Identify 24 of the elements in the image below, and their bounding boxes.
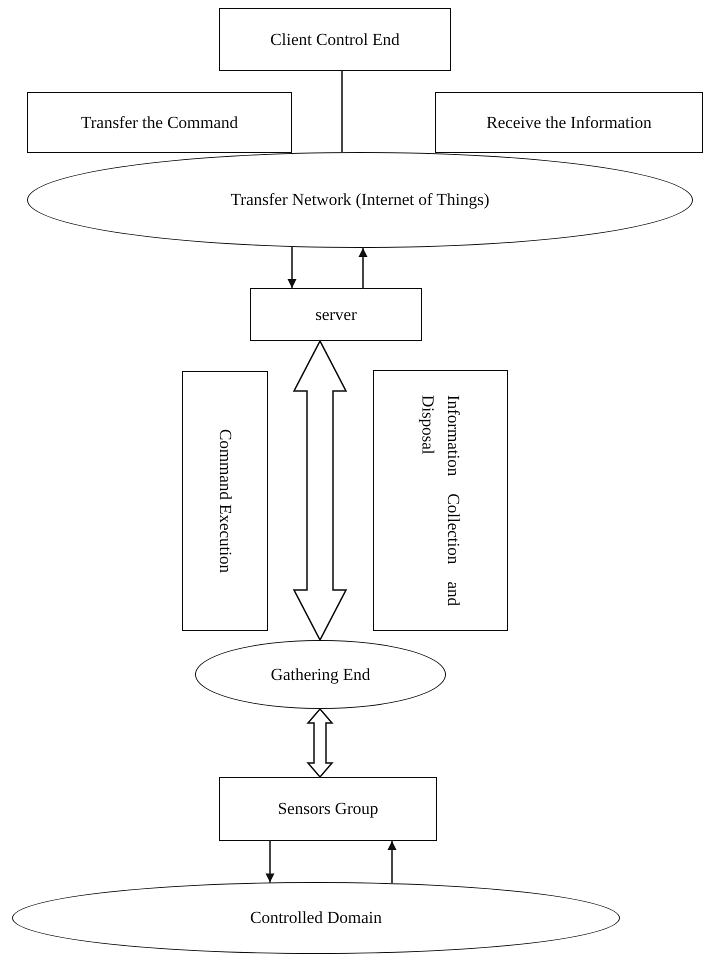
node-label: Sensors Group <box>278 799 378 819</box>
node-label: Transfer the Command <box>80 112 238 132</box>
process-box <box>435 92 703 153</box>
node-label: Receive the Information <box>486 112 652 132</box>
double-block-arrow <box>306 708 334 778</box>
node-label: Command Execution <box>214 428 236 573</box>
arrow <box>266 841 274 882</box>
node-label: Gathering End <box>270 664 370 684</box>
node-label: Information Collection and Disposal <box>418 395 464 606</box>
process-box <box>182 371 268 631</box>
process-box <box>373 370 508 631</box>
connector-line <box>341 71 343 152</box>
process-box <box>219 777 437 841</box>
arrow <box>388 841 396 884</box>
arrow <box>288 247 296 288</box>
double-block-arrow <box>292 339 348 642</box>
node-label: Transfer Network (Internet of Things) <box>230 190 490 210</box>
node-label: Client Control End <box>270 30 400 50</box>
process-box <box>219 8 451 71</box>
process-box <box>27 92 292 153</box>
node-label: server <box>315 304 357 324</box>
process-box <box>250 288 422 341</box>
arrow <box>358 248 368 288</box>
node-label: Controlled Domain <box>250 908 382 928</box>
